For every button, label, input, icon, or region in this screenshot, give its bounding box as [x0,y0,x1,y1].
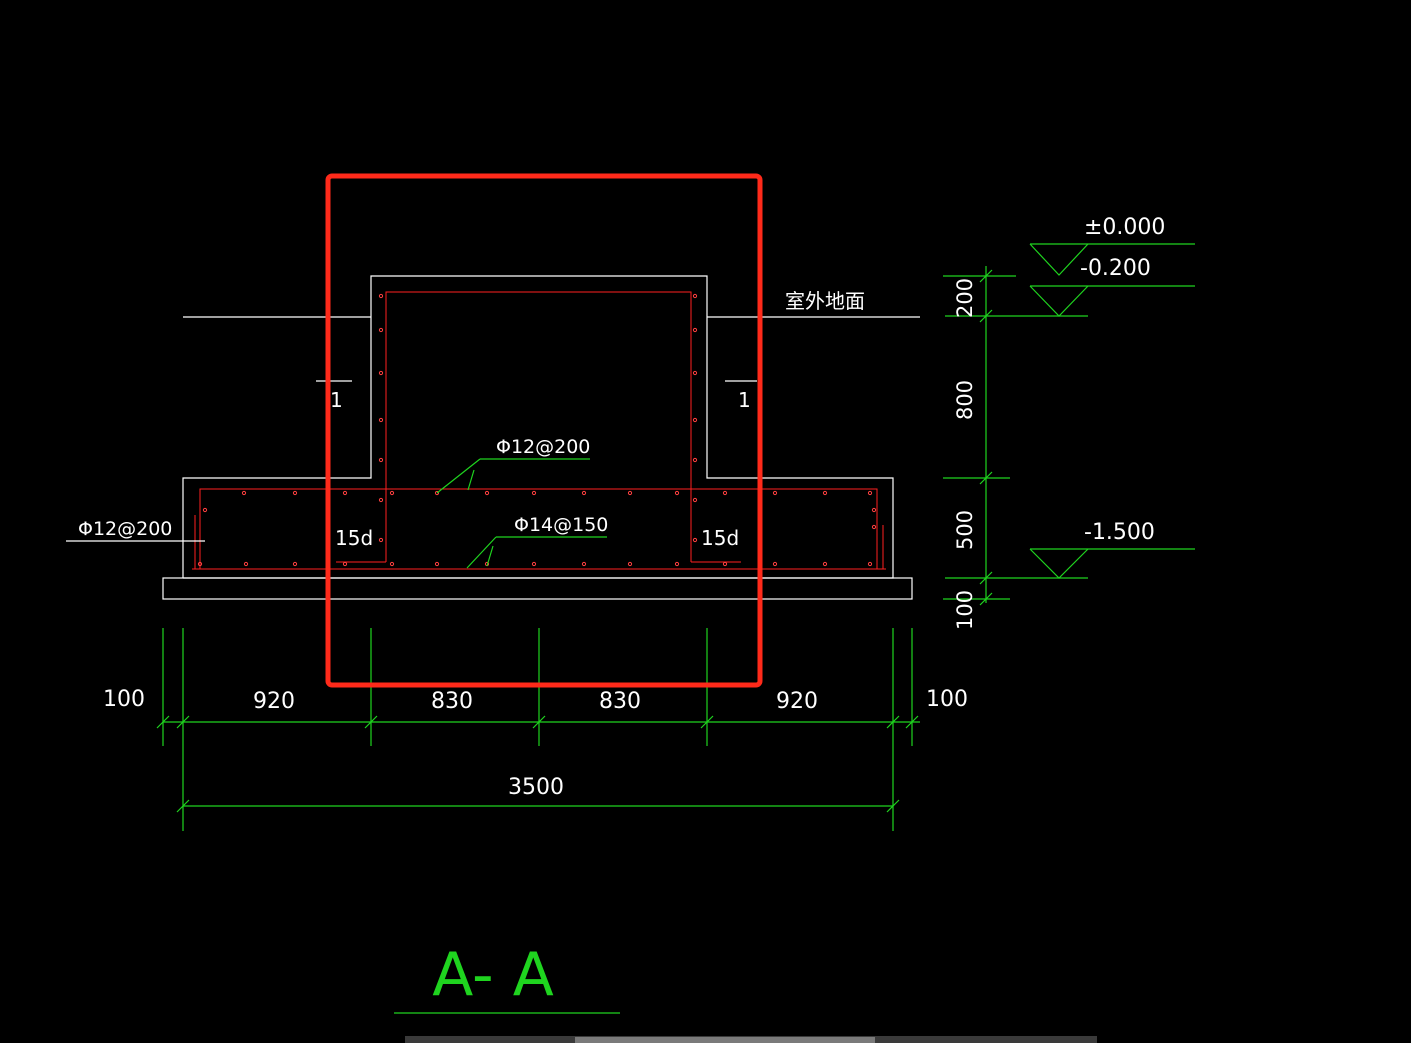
rebar-dot [772,561,778,567]
rebar-left-label: Φ12@200 [78,518,172,540]
rebar-dot [692,417,698,423]
rebar-bottom-leader [466,536,607,569]
rebar-dot [674,561,680,567]
anchor-left-label: 15d [335,526,373,550]
cushion-layer [162,577,913,600]
rebar-dot [692,327,698,333]
rebar-dot [871,524,877,530]
rebar-dot [484,490,490,496]
section-mark-right: 1 [725,380,757,412]
rebar-dot [378,537,384,543]
elevation-label-3: -1.500 [1084,520,1155,545]
svg-text:1: 1 [330,388,343,412]
rebar-dot [378,497,384,503]
vdim-3: 500 [953,510,977,550]
rebar-dot [867,490,873,496]
rebar-dot [389,561,395,567]
rebar-dot [378,417,384,423]
rebar-dot [674,490,680,496]
rebar-dot [722,561,728,567]
hdim-3: 830 [431,689,473,714]
elevation-label-2: -0.200 [1080,256,1151,281]
section-mark-left: 1 [316,380,352,412]
rebar-dot [692,370,698,376]
rebar-top-leader [436,458,590,494]
hdim-1: 100 [103,687,145,712]
elevation-marker-1 [1029,243,1195,276]
vdim-2: 800 [953,380,977,420]
rebar-dot [378,457,384,463]
vdim-4: 100 [953,590,977,630]
rebar-dot [531,490,537,496]
rebar-dot [434,490,440,496]
vertical-dimension-chain [943,266,1016,606]
section-title: A- A [432,940,554,1010]
horizontal-dimension-chain [156,628,920,831]
hdim-total: 3500 [508,775,564,800]
rebar-bottom-label: Φ14@150 [514,514,608,536]
rebar-dot [627,561,633,567]
rebar-dot [434,561,440,567]
rebar-dot [342,561,348,567]
rebar-dot [692,497,698,503]
elevation-label-1: ±0.000 [1084,215,1165,240]
highlight-box [325,173,763,688]
rebar-dot [389,490,395,496]
rebar-dot [867,561,873,567]
rebar-dot [197,561,203,567]
rebar-dot [627,490,633,496]
rebar-dot [692,537,698,543]
elevation-marker-2 [945,285,1195,317]
rebar-dot [378,327,384,333]
rebar-dot [581,490,587,496]
rebar-dot [581,561,587,567]
scrollbar-thumb [575,1037,875,1043]
rebar-dot [822,561,828,567]
elevation-marker-3 [945,548,1195,579]
horizontal-scrollbar[interactable] [405,1036,1097,1043]
rebar-dot [692,457,698,463]
foundation-outline [182,275,894,579]
rebar-dot [871,507,877,513]
rebar-top-label: Φ12@200 [496,436,590,458]
rebar-dot [378,293,384,299]
rebar-dot [292,561,298,567]
anchor-right-label: 15d [701,526,739,550]
rebar-dot [822,490,828,496]
rebar-dot [292,490,298,496]
hdim-2: 920 [253,689,295,714]
rebar-dot [378,370,384,376]
rebar-dot [241,490,247,496]
rebar-dot [772,490,778,496]
hdim-4: 830 [599,689,641,714]
vdim-1: 200 [953,278,977,318]
rebar-dot [692,293,698,299]
rebar-dot [531,561,537,567]
rebar-dot [243,561,249,567]
rebar-cage [192,291,886,570]
rebar-dot [202,507,208,513]
hdim-6: 100 [926,687,968,712]
rebar-dot [342,490,348,496]
hdim-5: 920 [776,689,818,714]
outdoor-ground-label: 室外地面 [785,289,865,313]
rebar-dot [722,490,728,496]
svg-text:1: 1 [738,388,751,412]
rebar-dots [197,293,877,567]
